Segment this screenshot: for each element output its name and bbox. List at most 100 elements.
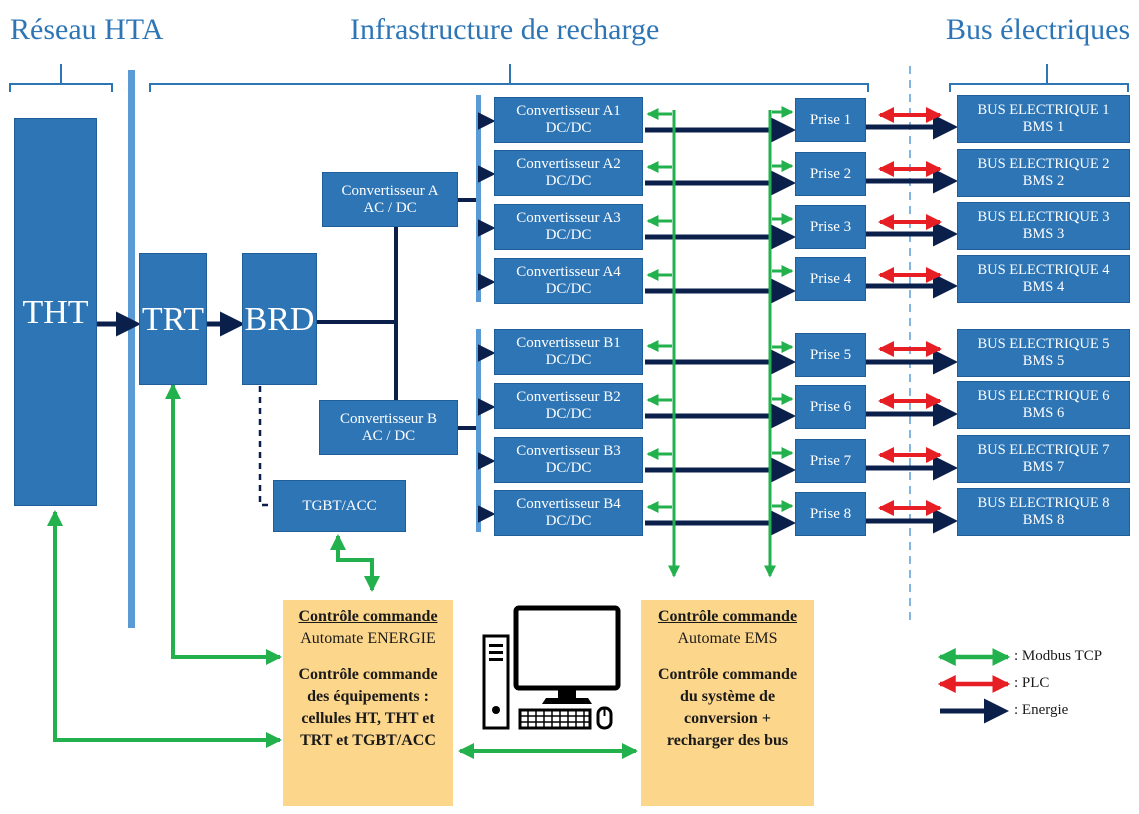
control-energie-body-2: des équipements :	[307, 688, 429, 705]
prise-2-line1: Prise 2	[809, 165, 852, 182]
control-ems-panel: Contrôle commande Automate EMS Contrôle …	[641, 600, 814, 806]
converter-a-box: Convertisseur A AC / DC	[322, 172, 458, 227]
dcdc-converter-7-line1: Convertisseur B3	[516, 443, 621, 459]
bus-electrique-2-line2: BMS 2	[1022, 173, 1065, 189]
busbar-a	[476, 95, 481, 302]
brd-tgbt-dashed	[258, 386, 273, 507]
control-ems-body-2: du système de	[679, 688, 776, 705]
bus-electrique-6-line2: BMS 6	[1022, 405, 1065, 421]
tht-box: THT	[14, 118, 97, 506]
plc-arrows	[878, 107, 942, 516]
section-title-reseau: Réseau HTA	[10, 13, 164, 46]
prise-3-line1: Prise 3	[809, 218, 852, 235]
dcdc-converter-2-line1: Convertisseur A2	[516, 156, 621, 172]
dcdc-feed-arrows	[478, 112, 496, 523]
computer-icon	[482, 605, 621, 730]
prise-8-line1: Prise 8	[809, 505, 852, 522]
control-ems-body-1: Contrôle commande	[657, 666, 798, 683]
control-modbus-links	[47, 383, 638, 759]
prise-7: Prise 7	[795, 439, 866, 483]
dcdc-converter-7-line2: DC/DC	[545, 460, 592, 476]
prise-7-line1: Prise 7	[809, 452, 852, 469]
bus-electrique-7-line2: BMS 7	[1022, 459, 1065, 475]
dcdc-converter-5-line1: Convertisseur B1	[516, 335, 621, 351]
legend-modbus-label: : Modbus TCP	[1014, 648, 1103, 664]
control-ems-sub: Automate EMS	[677, 630, 778, 647]
dcdc-converter-8-line2: DC/DC	[545, 513, 592, 529]
bus-electrique-1-line1: BUS ELECTRIQUE 1	[977, 102, 1110, 118]
dcdc-converter-4-line1: Convertisseur A4	[516, 264, 621, 280]
prise-to-bus-arrows	[866, 114, 958, 534]
modbus-converter-arrows	[646, 108, 672, 513]
modbus-prise-arrows	[772, 106, 794, 512]
trt-box: TRT	[139, 253, 207, 385]
section-title-bus: Bus électriques	[946, 13, 1131, 46]
tgbt-label: TGBT/ACC	[302, 497, 377, 514]
section-brackets	[9, 64, 1129, 92]
prise-6: Prise 6	[795, 385, 866, 429]
dcdc-converter-3-line2: DC/DC	[545, 227, 592, 243]
tgbt-box: TGBT/ACC	[273, 480, 406, 532]
legend-energie-label: : Energie	[1014, 702, 1069, 718]
trt-label: TRT	[141, 300, 205, 338]
dcdc-to-prise-arrows	[645, 117, 796, 536]
prise-1: Prise 1	[795, 98, 866, 142]
converter-feeds	[458, 198, 478, 430]
prise-1-line1: Prise 1	[809, 111, 852, 128]
bus-electrique-8-line1: BUS ELECTRIQUE 8	[977, 495, 1110, 511]
dcdc-converter-3-line1: Convertisseur A3	[516, 210, 621, 226]
control-energie-body-1: Contrôle commande	[298, 666, 438, 683]
converter-b-line1: Convertisseur B	[339, 410, 438, 427]
control-ems-title: Contrôle commande	[657, 608, 798, 625]
bus-electrique-4-line1: BUS ELECTRIQUE 4	[977, 262, 1110, 278]
legend-plc-label: : PLC	[1014, 675, 1050, 691]
prise-8: Prise 8	[795, 492, 866, 536]
bus-electrique-3-line1: BUS ELECTRIQUE 3	[977, 209, 1110, 225]
prise-5-line1: Prise 5	[809, 346, 852, 363]
bus-electrique-2-line1: BUS ELECTRIQUE 2	[977, 156, 1110, 172]
brd-label: BRD	[244, 300, 315, 338]
dcdc-converter-6-line2: DC/DC	[545, 406, 592, 422]
control-ems-body-4: recharger des bus	[666, 732, 789, 749]
prise-3: Prise 3	[795, 205, 866, 249]
dcdc-converter-6-line1: Convertisseur B2	[516, 389, 621, 405]
prise-4: Prise 4	[795, 257, 866, 301]
dcdc-converter-2-line2: DC/DC	[545, 173, 592, 189]
dcdc-converter-8-line1: Convertisseur B4	[516, 496, 621, 512]
converter-b-box: Convertisseur B AC / DC	[319, 400, 458, 455]
dcdc-converter-4-line2: DC/DC	[545, 281, 592, 297]
converter-b-line2: AC / DC	[361, 427, 416, 444]
bus-electrique-6-line1: BUS ELECTRIQUE 6	[977, 388, 1110, 404]
control-energie-sub: Automate ENERGIE	[300, 630, 436, 647]
busbar-b	[476, 329, 481, 532]
bus-electrique-8-line2: BMS 8	[1022, 512, 1065, 528]
control-energie-body-4: TRT et TGBT/ACC	[300, 732, 436, 749]
control-ems-body-3: conversion +	[684, 710, 771, 727]
dcdc-converter-1-line1: Convertisseur A1	[516, 103, 621, 119]
dcdc-converter-5-line2: DC/DC	[545, 352, 592, 368]
bus-electrique-5-line2: BMS 5	[1022, 353, 1065, 369]
bus-electrique-4-line2: BMS 4	[1022, 279, 1065, 295]
converter-a-line2: AC / DC	[363, 199, 417, 216]
hta-separator	[128, 70, 135, 628]
prise-4-line1: Prise 4	[809, 270, 852, 287]
tht-label: THT	[22, 293, 89, 331]
control-energie-title: Contrôle commande	[298, 608, 438, 625]
bus-electrique-5-line1: BUS ELECTRIQUE 5	[977, 336, 1110, 352]
